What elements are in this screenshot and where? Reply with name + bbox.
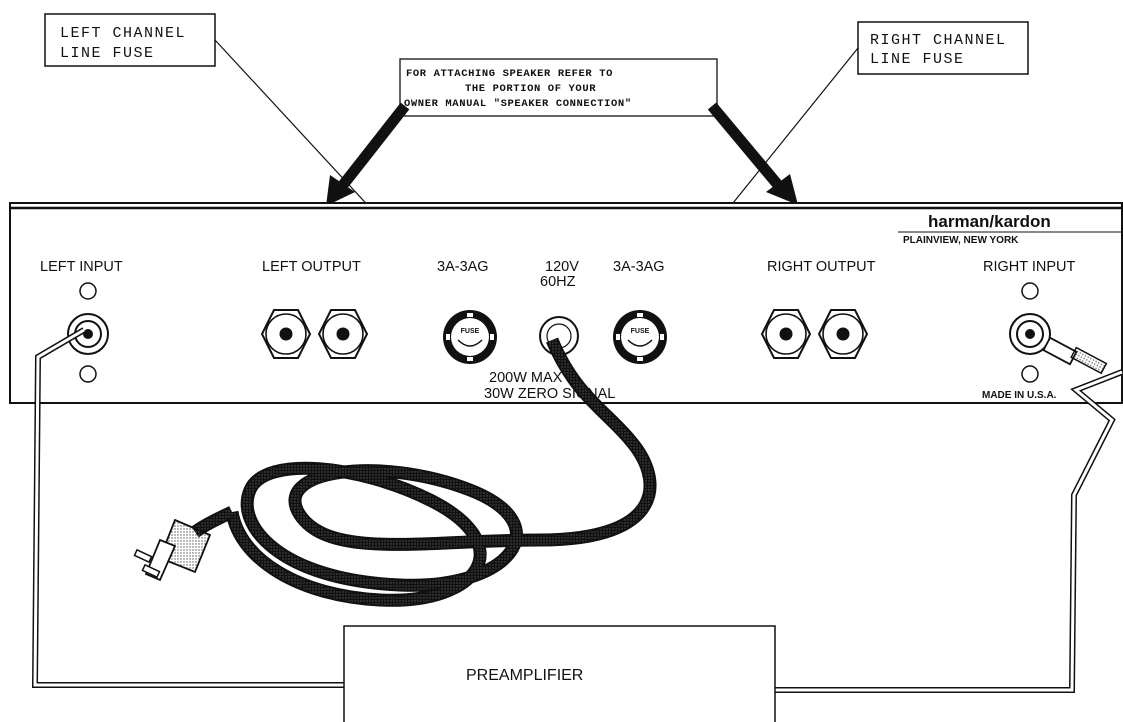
left-input-jack [67, 282, 109, 383]
right-input-jack [1009, 282, 1051, 383]
right-fuse-rating: 3A-3AG [613, 259, 665, 275]
right-input-cable [775, 369, 1123, 693]
left-fuse-cap-text: FUSE [461, 328, 480, 335]
voltage-label: 120V [545, 259, 579, 275]
left-input-cable [31, 327, 345, 688]
left-input-label: LEFT INPUT [40, 259, 123, 275]
right-output-terminals [760, 309, 869, 359]
right-input-label: RIGHT INPUT [983, 259, 1076, 275]
svg-text:LINE FUSE: LINE FUSE [60, 45, 155, 62]
left-fuse-rating: 3A-3AG [437, 259, 489, 275]
left-fuse-holder: FUSE [443, 310, 497, 364]
svg-text:OWNER MANUAL "SPEAKER CONNECTI: OWNER MANUAL "SPEAKER CONNECTION" [404, 98, 632, 110]
preamplifier-box: PREAMPLIFIER [343, 625, 776, 722]
svg-text:LEFT CHANNEL: LEFT CHANNEL [60, 25, 186, 42]
left-fuse-callout: LEFT CHANNEL LINE FUSE [44, 13, 216, 67]
brand-name: harman/kardon [928, 212, 1051, 231]
right-fuse-callout: RIGHT CHANNEL LINE FUSE [857, 21, 1029, 75]
speaker-arrow-left [326, 102, 410, 206]
svg-text:LINE FUSE: LINE FUSE [870, 51, 965, 68]
left-output-terminals [260, 309, 369, 359]
brand-location: PLAINVIEW, NEW YORK [903, 235, 1019, 246]
right-fuse-cap-text: FUSE [631, 328, 650, 335]
right-output-label: RIGHT OUTPUT [767, 259, 876, 275]
power-plug [133, 518, 212, 582]
svg-text:RIGHT CHANNEL: RIGHT CHANNEL [870, 32, 1007, 49]
speaker-connection-note: FOR ATTACHING SPEAKER REFER TO THE PORTI… [399, 58, 718, 117]
speaker-arrow-right [707, 102, 798, 205]
preamplifier-label: PREAMPLIFIER [466, 667, 583, 684]
power-max-label: 200W MAX [489, 370, 563, 386]
made-in-label: MADE IN U.S.A. [982, 390, 1057, 401]
svg-text:THE PORTION OF YOUR: THE PORTION OF YOUR [465, 83, 596, 95]
right-fuse-holder: FUSE [613, 310, 667, 364]
rca-plug [1042, 336, 1108, 375]
left-output-label: LEFT OUTPUT [262, 259, 361, 275]
frequency-label: 60HZ [540, 274, 576, 290]
svg-text:FOR ATTACHING SPEAKER REFER TO: FOR ATTACHING SPEAKER REFER TO [406, 68, 613, 80]
